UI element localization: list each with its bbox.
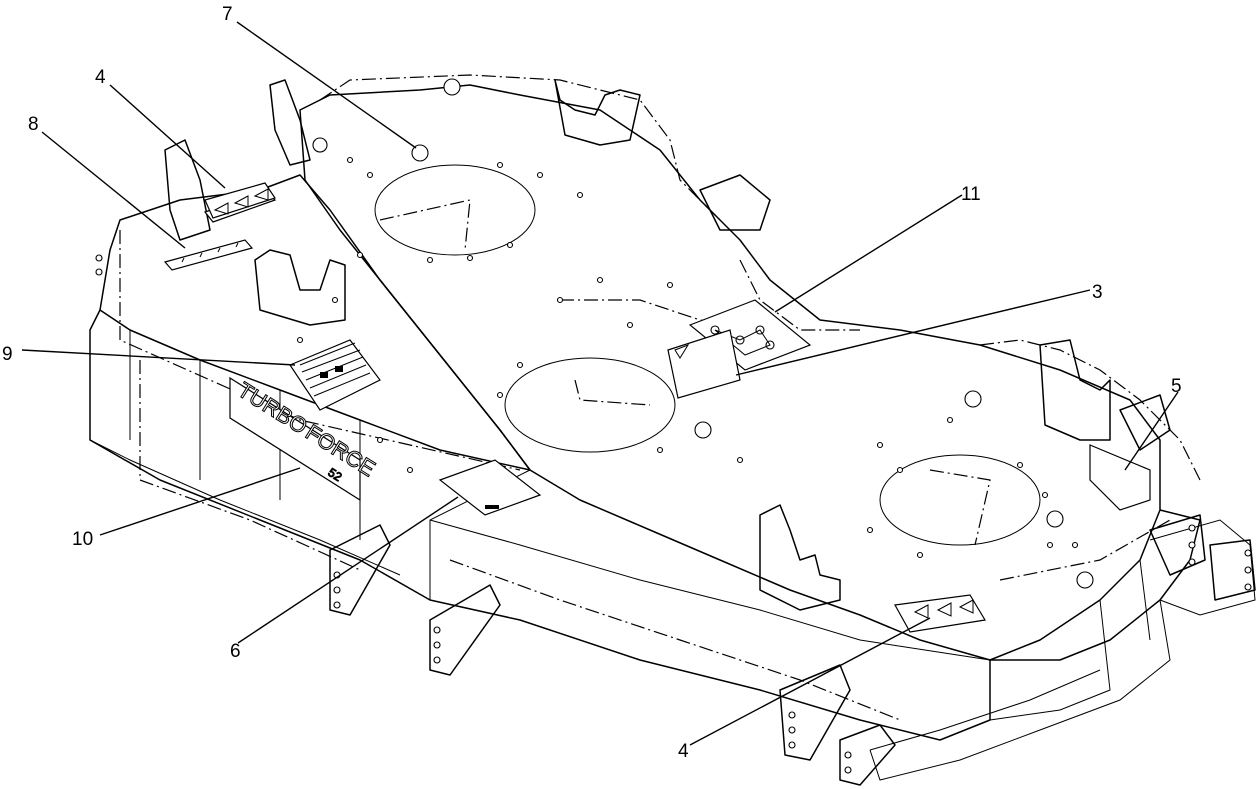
callout-3: 3 xyxy=(1092,282,1103,303)
spindle-caps xyxy=(312,78,1094,589)
blade-opening-right xyxy=(879,454,1041,546)
brand-nameplate: TURBO FORCE 52 xyxy=(229,377,380,502)
callout-labels: 7 4 8 11 3 9 5 10 6 4 xyxy=(2,4,1182,762)
callout-7: 7 xyxy=(222,4,233,25)
callout-11: 11 xyxy=(961,184,981,205)
deck-holes xyxy=(296,156,1079,559)
bracket-holes xyxy=(95,254,1252,774)
callout-5: 5 xyxy=(1171,376,1182,397)
decal-discharge xyxy=(1089,444,1151,511)
decal-warning-strip xyxy=(667,329,741,399)
callout-leaders xyxy=(21,21,1179,746)
decal-belt-routing xyxy=(688,299,812,371)
decal-warning-label xyxy=(289,339,381,411)
decal-arrows-lower xyxy=(894,594,986,633)
callout-10: 10 xyxy=(72,529,93,550)
blade-opening-center xyxy=(504,357,676,453)
decal-arrows-upper xyxy=(203,182,277,223)
callout-6: 6 xyxy=(230,641,241,662)
mower-deck-body xyxy=(89,74,1256,781)
callout-4-lower: 4 xyxy=(678,741,689,762)
mounting-brackets xyxy=(164,79,1256,786)
blade-opening-left xyxy=(374,164,536,256)
callout-9: 9 xyxy=(2,344,13,365)
callout-4-upper: 4 xyxy=(95,67,106,88)
decal-square-label xyxy=(438,459,542,516)
callout-8: 8 xyxy=(28,114,39,135)
decal-height-strip xyxy=(163,239,254,271)
